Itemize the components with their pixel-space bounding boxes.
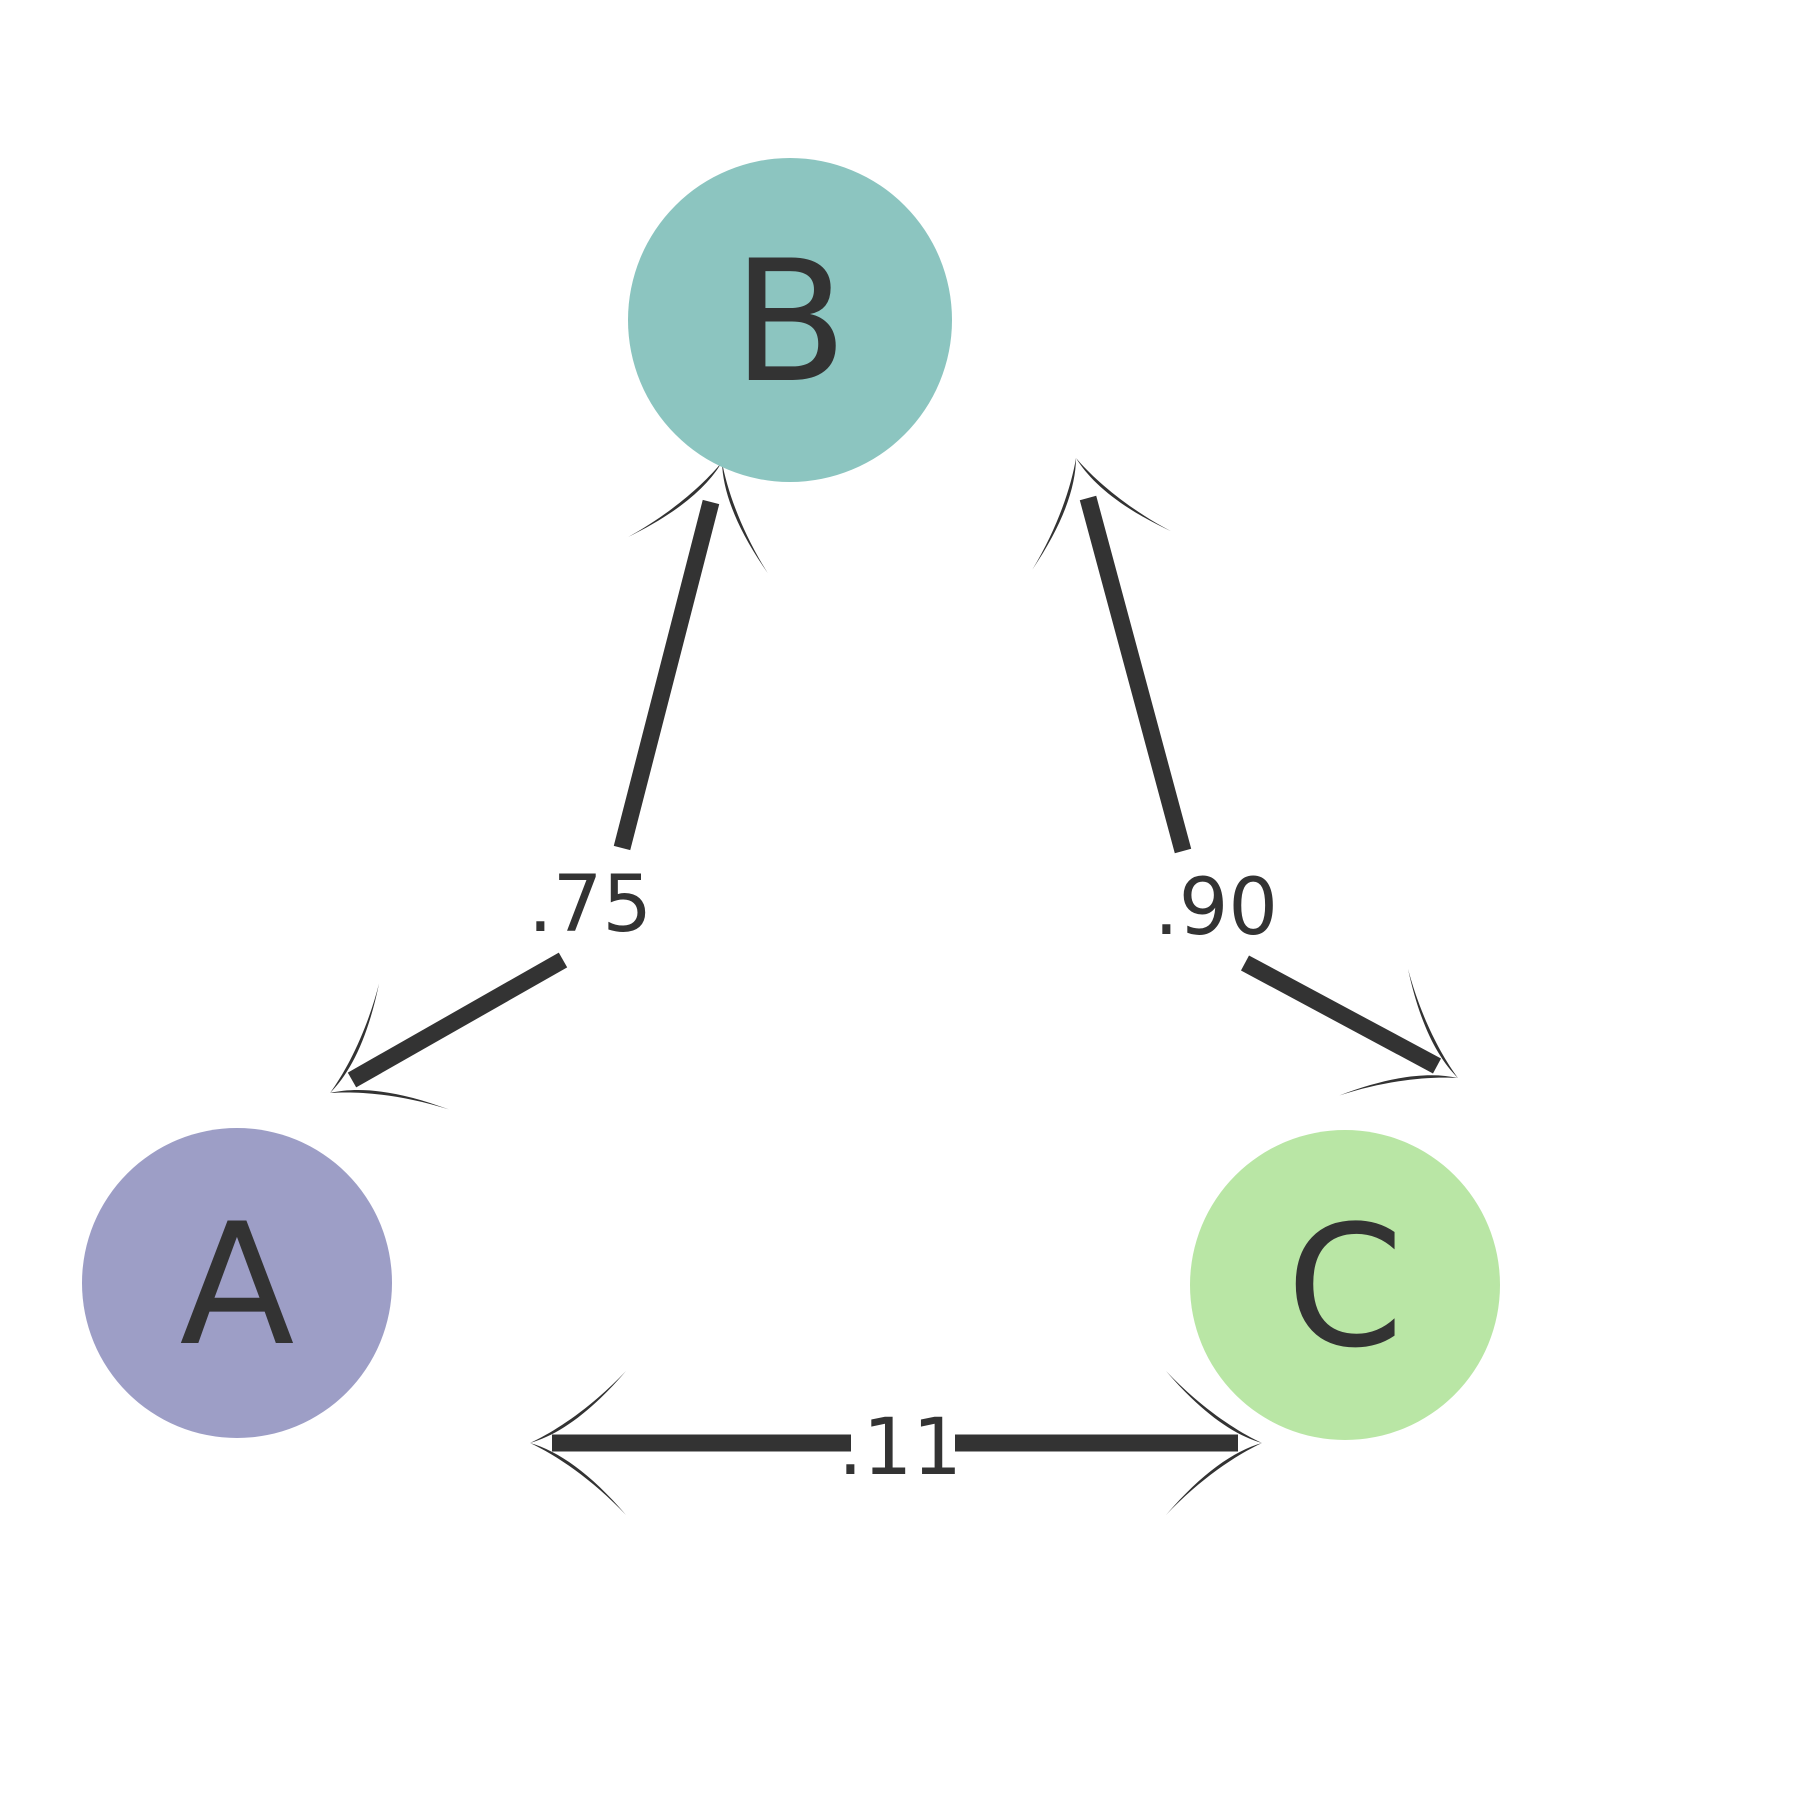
edge-b-c-label: .90 — [1154, 863, 1278, 953]
edge-a-b-line-lower — [347, 952, 568, 1088]
edge-a-b[interactable]: .75 — [295, 443, 792, 1156]
edge-a-c-label: .11 — [838, 1403, 962, 1493]
edge-a-b-label: .75 — [528, 860, 652, 950]
edge-a-b-line-upper — [613, 499, 720, 851]
node-c[interactable]: C — [1190, 1130, 1500, 1440]
edge-b-c[interactable]: .90 — [1006, 438, 1493, 1142]
node-c-circle[interactable] — [1190, 1130, 1500, 1440]
node-b[interactable]: B — [628, 158, 952, 482]
node-a[interactable]: A — [82, 1128, 392, 1438]
node-b-circle[interactable] — [628, 158, 952, 482]
edge-b-c-line-upper — [1079, 495, 1192, 854]
edge-a-c[interactable]: .11 — [530, 1371, 1262, 1515]
edge-b-c-line-lower — [1240, 955, 1442, 1074]
node-a-circle[interactable] — [82, 1128, 392, 1438]
